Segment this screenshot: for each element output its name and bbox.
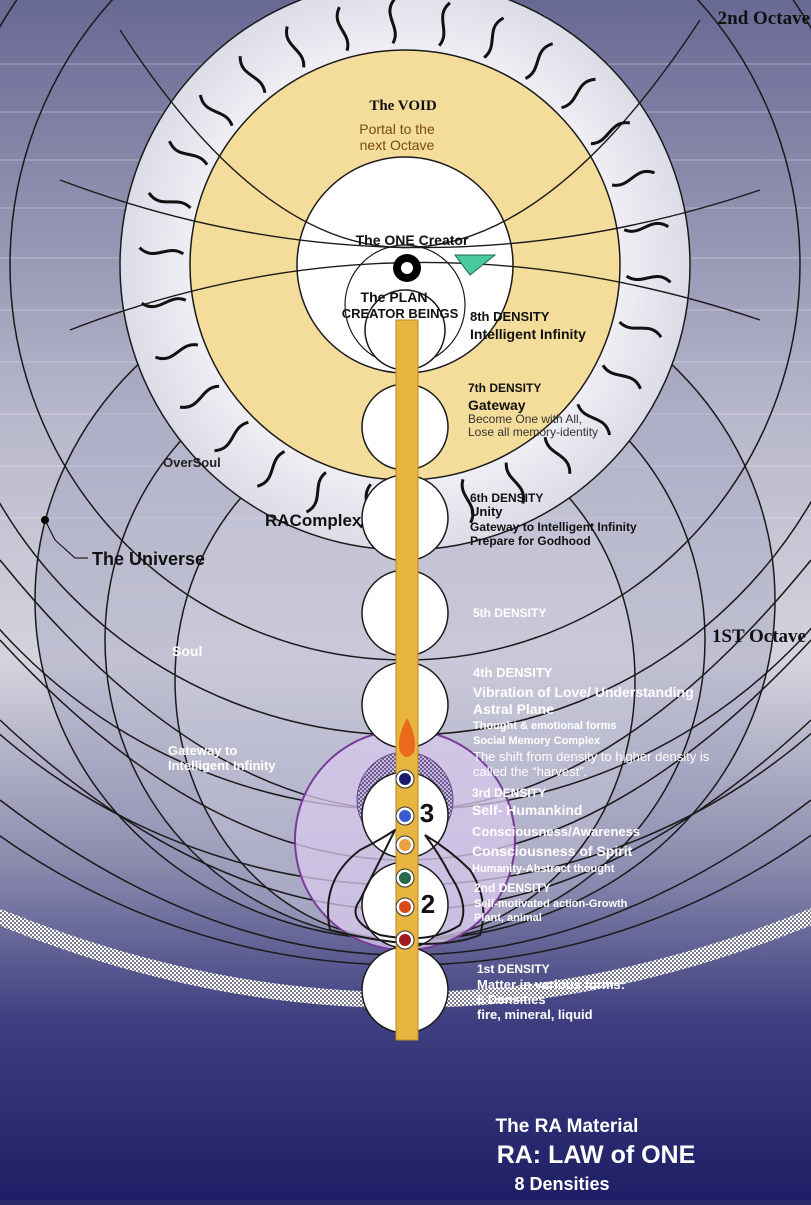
- sun-ray: [437, 1, 451, 47]
- density-number-2: 2: [421, 889, 435, 919]
- sun-ray: [214, 420, 249, 453]
- sun-ray: [154, 343, 199, 361]
- chakra-4: [399, 839, 411, 851]
- density-title-d3: 3rd DENSITY: [472, 786, 546, 800]
- sun-ray: [168, 140, 209, 166]
- density-title-d8: 8th DENSITY: [470, 309, 550, 324]
- sun-ray: [543, 436, 572, 474]
- chakra-2: [399, 901, 411, 913]
- density-line-d1-2: 8 Densities: [477, 992, 546, 1007]
- density-line-d6-1: Unity: [470, 504, 503, 519]
- creator-beings-label: CREATOR BEINGS: [342, 306, 459, 321]
- golden-pillar: [395, 319, 419, 1041]
- chakra-6: [399, 773, 411, 785]
- pyramid-icon: [454, 254, 497, 276]
- void-line1: Portal to the: [359, 121, 435, 137]
- sun-ray: [524, 42, 554, 80]
- density-line-d6-3: Prepare for Godhood: [470, 534, 591, 548]
- sun-ray: [238, 56, 267, 94]
- sun-ray: [623, 221, 670, 233]
- chakras: [395, 769, 415, 950]
- chakra-5: [399, 810, 411, 822]
- sun-ray: [601, 364, 642, 390]
- racomplex-label: RAComplex: [265, 511, 362, 530]
- density-line-d4-3: Thought & emotional forms: [473, 720, 617, 732]
- gateway-label-2: Intelligent Infinity: [168, 758, 276, 773]
- chakra-3: [399, 872, 411, 884]
- density-line-d4-1: Vibration of Love/ Understanding: [473, 684, 694, 700]
- sun-ray: [305, 471, 327, 514]
- density-line-d4-6: called the “harvest”.: [473, 764, 587, 779]
- density-line-d7-1: Gateway: [468, 397, 526, 413]
- density-number-3: 3: [420, 798, 434, 828]
- sun-ray: [140, 297, 187, 309]
- density-line-d3-3: Consciousness of Spirit: [472, 843, 633, 859]
- density-line-d7-2: Become One with All,: [468, 412, 582, 426]
- density-line-d7-3: Lose all memory-identity: [468, 425, 598, 439]
- density-line-d4-2: Astral Plane: [473, 701, 554, 717]
- oversoul-label: OverSoul: [163, 455, 221, 470]
- universe-label: The Universe: [92, 549, 205, 569]
- sun-ray: [388, 0, 397, 45]
- creator-point-inner: [399, 260, 415, 276]
- sun-ray: [460, 478, 475, 524]
- density-line-d3-4: Humanity-Abstract thought: [472, 863, 615, 875]
- sun-ray: [625, 274, 672, 284]
- first-octave-label: 1ST Octave: [712, 626, 806, 647]
- density-line-d6-2: Gateway to Intelligent Infinity: [470, 520, 637, 534]
- density-title-d4: 4th DENSITY: [473, 665, 553, 680]
- sun-ray: [618, 320, 663, 339]
- footer-line1: The RA Material: [496, 1116, 639, 1137]
- density-title-d1: 1st DENSITY: [477, 962, 550, 976]
- density-title-d2: 2nd DENSITY: [474, 881, 551, 895]
- void-line2: next Octave: [360, 137, 435, 153]
- sun-ray: [611, 169, 656, 187]
- sun-ray: [590, 121, 631, 146]
- footer-line2: RA: LAW of ONE: [497, 1141, 696, 1169]
- density-title-d5: 5th DENSITY: [473, 606, 546, 620]
- density-line-d1-1: Matter in various forms:: [477, 977, 625, 992]
- plan-label: The PLAN: [361, 289, 428, 305]
- sun-ray: [483, 16, 505, 59]
- sun-ray: [504, 462, 525, 504]
- density-title-d6: 6th DENSITY: [470, 491, 543, 505]
- density-line-d1-3: fire, mineral, liquid: [477, 1007, 593, 1022]
- footer-line3: 8 Densities: [514, 1174, 609, 1194]
- density-line-d2-2: Plant, animal: [474, 912, 542, 924]
- sun-ray: [198, 94, 234, 127]
- soul-label: Soul: [172, 643, 202, 659]
- void-title: The VOID: [369, 98, 437, 114]
- density-line-d3-1: Self- Humankind: [472, 802, 582, 818]
- second-octave-label: 2nd Octave: [718, 8, 810, 29]
- sun-ray: [561, 77, 596, 110]
- crown-flame-icon: [398, 718, 416, 757]
- meditator-outline: [327, 827, 485, 945]
- sun-ray: [285, 26, 306, 68]
- density-line-d2-1: Self-motivated action-Growth: [474, 898, 628, 910]
- sun-ray: [335, 6, 350, 52]
- creator-title: The ONE Creator: [356, 232, 469, 248]
- sun-ray: [576, 403, 612, 436]
- sun-ray: [179, 384, 220, 409]
- sun-ray: [256, 450, 286, 488]
- sun-ray: [147, 191, 192, 210]
- density-line-d8-1: Intelligent Infinity: [470, 326, 586, 342]
- density-line-d4-4: Social Memory Complex: [473, 735, 601, 747]
- density-line-d3-2: Consciousness/Awareness: [472, 824, 640, 839]
- sun-ray: [138, 246, 185, 256]
- density-title-d7: 7th DENSITY: [468, 381, 541, 395]
- gateway-label-1: Gateway to: [168, 743, 237, 758]
- universe-pointer: [44, 519, 88, 559]
- density-descriptions: 8th DENSITY Intelligent Infinity 7th DENSI…: [468, 309, 710, 1022]
- density-line-d4-5: The shift from density to higher density…: [473, 749, 710, 764]
- chakra-1: [399, 934, 411, 946]
